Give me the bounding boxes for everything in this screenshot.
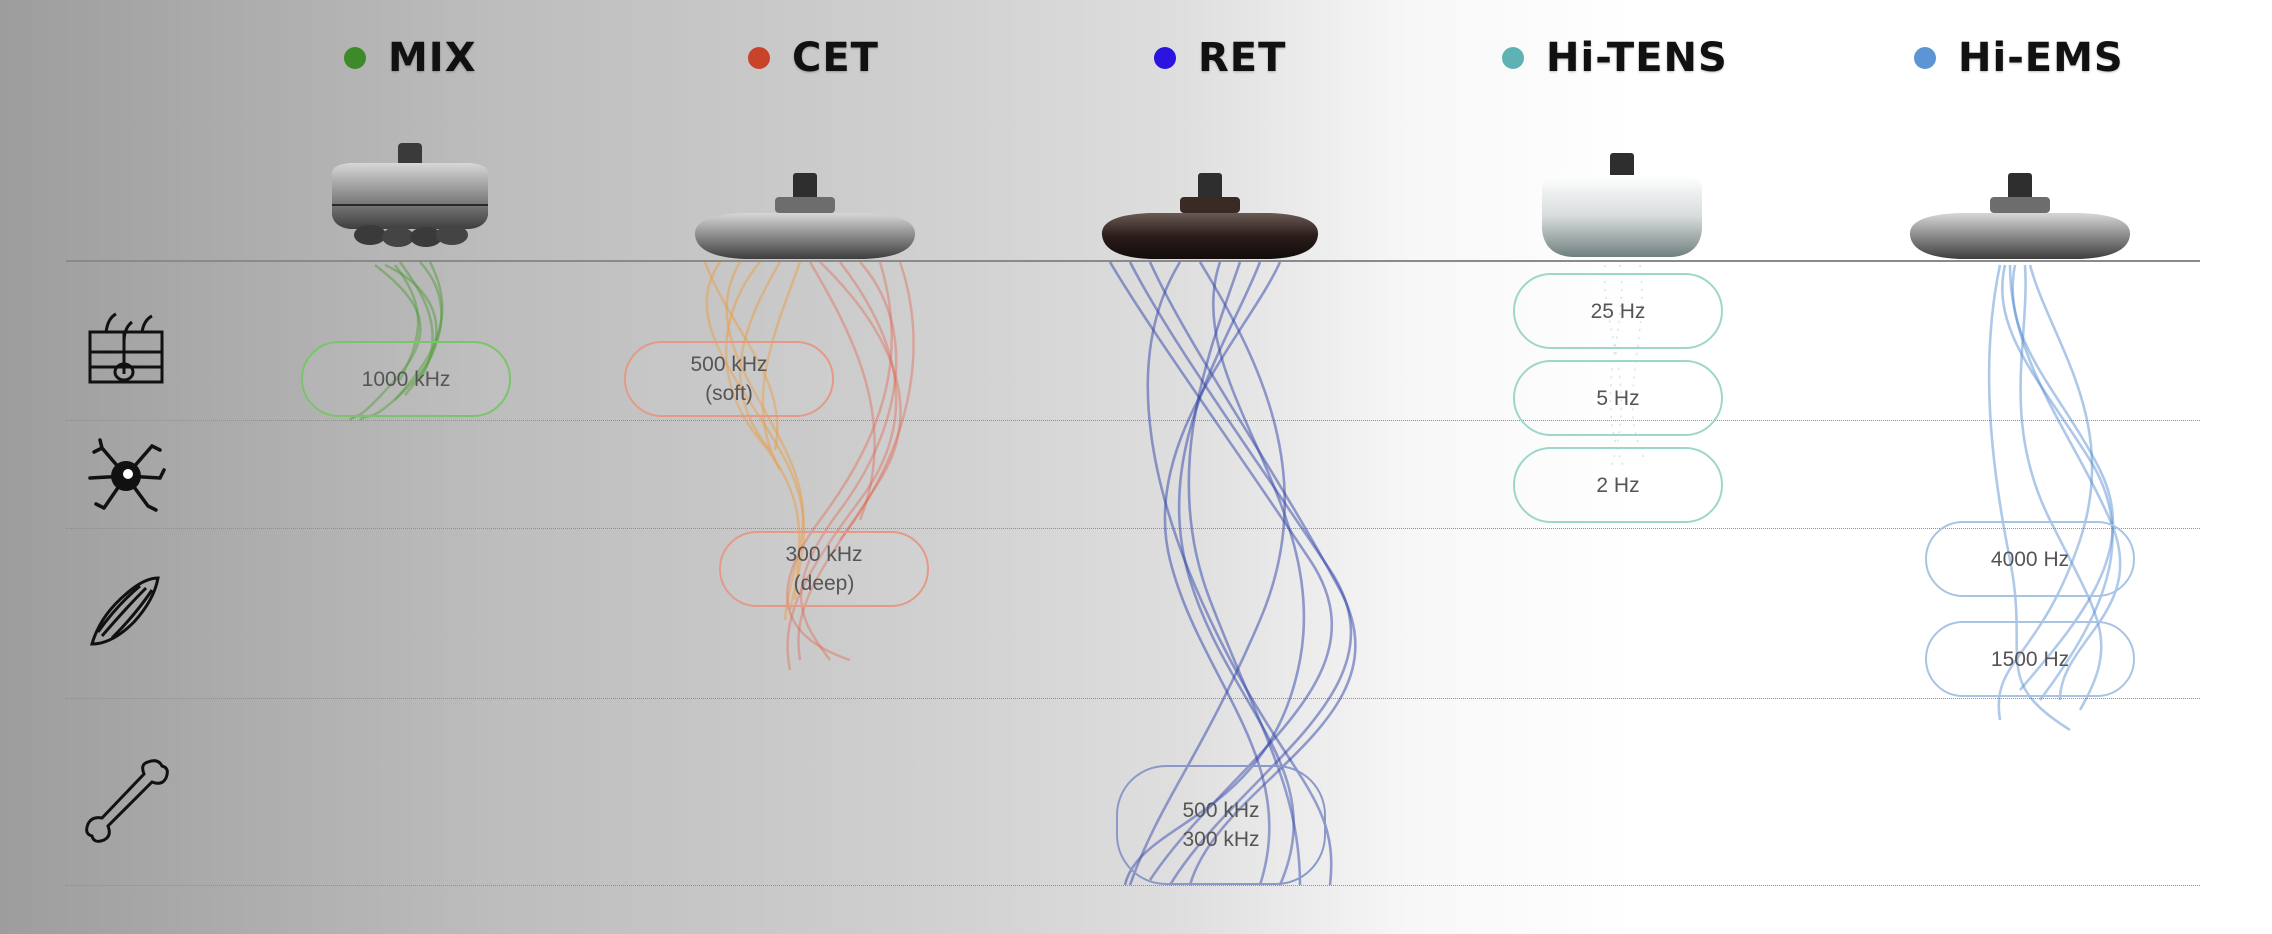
hitens-device bbox=[1542, 153, 1702, 257]
frequency-label: 2 Hz bbox=[1596, 473, 1640, 497]
hitens-frequency-pill-5hz: 5 Hz bbox=[1513, 360, 1723, 436]
modality-header-hitens: Hi-TENS bbox=[1502, 28, 1728, 88]
frequency-label: 300 kHz bbox=[785, 543, 863, 566]
layer-divider-bone bbox=[66, 885, 2200, 886]
hiems-frequency-pill-1500hz: 1500 Hz bbox=[1925, 621, 2135, 697]
modality-label: CET bbox=[792, 35, 879, 81]
frequency-note: (deep) bbox=[793, 572, 855, 595]
mix-device bbox=[331, 143, 489, 247]
modality-label: MIX bbox=[388, 35, 477, 81]
frequency-label: 4000 Hz bbox=[1990, 547, 2070, 571]
bone-icon bbox=[82, 756, 170, 849]
hitens-frequency-pill-25hz: 25 Hz bbox=[1513, 273, 1723, 349]
ret-color-dot bbox=[1154, 47, 1176, 69]
ret-frequency-pill: 500 kHz 300 kHz bbox=[1116, 765, 1326, 885]
modality-label: Hi-TENS bbox=[1546, 35, 1728, 81]
layer-divider-muscle bbox=[66, 698, 2200, 699]
frequency-label: 500 kHz bbox=[1182, 799, 1260, 822]
muscle-icon bbox=[86, 574, 164, 657]
cet-color-dot bbox=[748, 47, 770, 69]
hitens-frequency-pill-2hz: 2 Hz bbox=[1513, 447, 1723, 523]
frequency-label: 1000 kHz bbox=[361, 367, 451, 391]
mix-color-dot bbox=[344, 47, 366, 69]
cet-wave-deep bbox=[786, 261, 915, 671]
hiems-device bbox=[1909, 173, 2131, 259]
ret-wave bbox=[1108, 261, 1357, 886]
surface-line bbox=[66, 260, 2200, 262]
skin-icon bbox=[86, 312, 168, 391]
modality-header-mix: MIX bbox=[344, 28, 477, 88]
modality-header-cet: CET bbox=[748, 28, 879, 88]
frequency-label: 500 kHz bbox=[690, 353, 768, 376]
frequency-note: (soft) bbox=[705, 382, 753, 405]
nerve-cell-icon bbox=[86, 438, 166, 519]
hiems-frequency-pill-4000hz: 4000 Hz bbox=[1925, 521, 2135, 597]
cet-soft-frequency-pill: 500 kHz (soft) bbox=[624, 341, 834, 417]
frequency-label: 25 Hz bbox=[1590, 299, 1646, 323]
layer-divider-skin bbox=[66, 420, 2200, 421]
modality-label: Hi-EMS bbox=[1958, 35, 2124, 81]
hiems-wave bbox=[1987, 264, 2122, 732]
ret-device bbox=[1101, 173, 1319, 259]
frequency-label: 1500 Hz bbox=[1990, 647, 2070, 671]
modality-label: RET bbox=[1198, 35, 1287, 81]
layer-divider-nerve bbox=[66, 528, 2200, 529]
frequency-label: 300 kHz bbox=[1182, 828, 1260, 851]
modality-header-ret: RET bbox=[1154, 28, 1286, 88]
cet-deep-frequency-pill: 300 kHz (deep) bbox=[719, 531, 929, 607]
modality-header-hiems: Hi-EMS bbox=[1914, 28, 2124, 88]
cet-wave-soft bbox=[703, 261, 806, 621]
hiems-color-dot bbox=[1914, 47, 1936, 69]
hitens-color-dot bbox=[1502, 47, 1524, 69]
frequency-label: 5 Hz bbox=[1596, 386, 1640, 410]
mix-frequency-pill: 1000 kHz bbox=[301, 341, 511, 417]
cet-device bbox=[694, 173, 916, 259]
